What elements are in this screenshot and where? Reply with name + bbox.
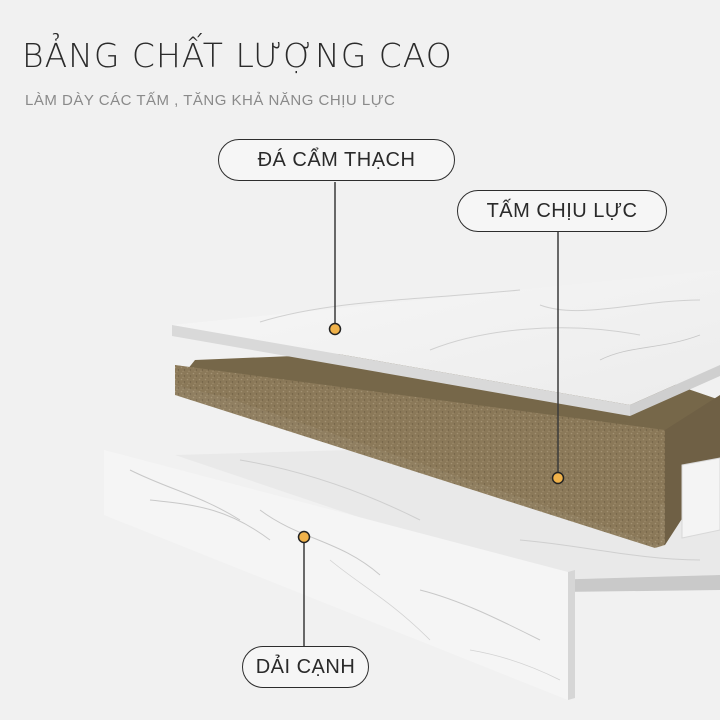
page-subtitle: LÀM DÀY CÁC TẤM , TĂNG KHẢ NĂNG CHỊU LỰC: [25, 92, 396, 109]
core-label-text: TẤM CHỊU LỰC: [486, 199, 638, 222]
top-marble-slab: [172, 270, 720, 416]
page-title: BẢNG CHẤT LƯỢNG CAO: [22, 36, 453, 75]
edge-marker-dot: [297, 530, 311, 544]
core-board: [175, 345, 720, 548]
edge-label: DẢI CẠNH: [242, 646, 369, 688]
core-label: TẤM CHỊU LỰC: [457, 190, 667, 232]
edge-label-text: DẢI CẠNH: [255, 655, 356, 678]
front-edge-strip: [104, 450, 575, 700]
right-edge-strip: [681, 457, 720, 539]
marble-label: ĐÁ CẨM THẠCH: [218, 139, 455, 181]
core-marker-dot: [551, 471, 565, 485]
marble-label-text: ĐÁ CẨM THẠCH: [257, 148, 416, 171]
marble-marker-dot: [328, 322, 342, 336]
